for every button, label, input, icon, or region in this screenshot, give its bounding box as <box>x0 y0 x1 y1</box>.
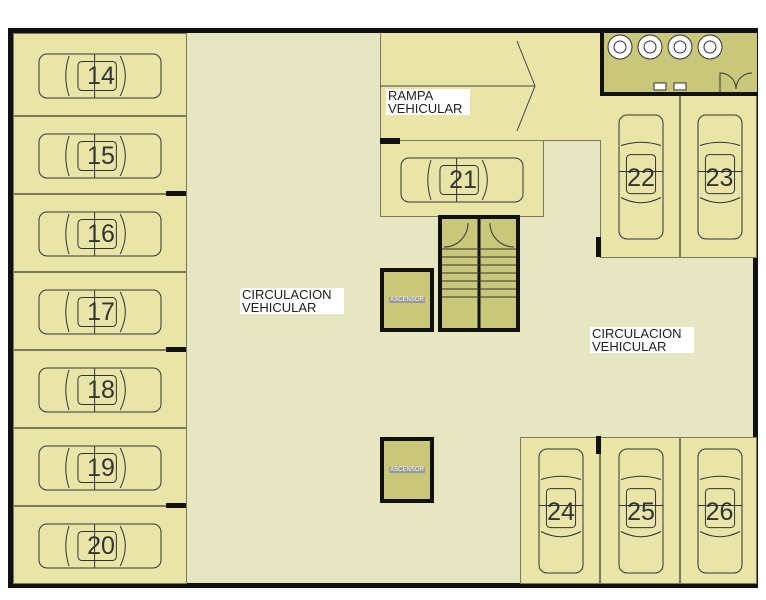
ramp-arrow-icon <box>380 40 540 139</box>
wall-segment <box>166 503 186 508</box>
circulation-label-right: CIRCULACION VEHICULAR <box>590 327 694 353</box>
stall-number: 25 <box>627 497 655 526</box>
car-icon <box>37 364 165 421</box>
parking-stall: 17 <box>13 272 187 350</box>
stall-number: 19 <box>87 454 115 482</box>
tank-icons <box>607 34 753 93</box>
stall-number: 18 <box>87 376 115 404</box>
car-icon <box>37 130 165 187</box>
stall-number: 17 <box>87 298 115 326</box>
stairs-icon <box>442 219 516 328</box>
parking-stall: 21 <box>380 140 544 217</box>
parking-stall: 19 <box>13 428 187 506</box>
stall-number: 24 <box>547 497 575 526</box>
car-icon <box>37 286 165 343</box>
wall-segment <box>166 347 186 352</box>
elevator-2: ASCENSOR <box>380 437 434 503</box>
wall-segment <box>596 436 601 454</box>
elevator-1: ASCENSOR <box>380 268 434 332</box>
wall-segment <box>596 237 601 257</box>
wall-segment <box>380 138 400 144</box>
parking-stall: 22 <box>600 95 680 258</box>
stall-number: 14 <box>87 61 115 90</box>
stall-number: 23 <box>705 163 734 192</box>
car-icon <box>694 113 746 248</box>
parking-stall: 18 <box>13 350 187 428</box>
stall-number: 26 <box>705 497 734 526</box>
parking-stall: 20 <box>13 506 187 584</box>
stall-number: 16 <box>87 220 115 248</box>
car-icon <box>399 154 527 211</box>
car-icon <box>694 447 746 582</box>
stall-number: 20 <box>87 532 115 560</box>
stall-number: 21 <box>449 165 477 194</box>
car-icon <box>535 447 587 582</box>
parking-stall: 14 <box>13 33 187 116</box>
parking-stall: 23 <box>680 95 757 258</box>
car-icon <box>615 113 667 248</box>
wall-segment <box>166 191 186 196</box>
elevator-label: ASCENSOR <box>389 467 425 473</box>
car-icon <box>37 442 165 499</box>
ramp-area <box>380 33 601 141</box>
elevator-label: ASCENSOR <box>389 297 425 303</box>
stall-number: 15 <box>87 142 115 170</box>
parking-stall: 26 <box>680 437 757 584</box>
car-icon <box>37 520 165 577</box>
circulation-label-left: CIRCULACION VEHICULAR <box>240 288 344 314</box>
ramp-label: RAMPA VEHICULAR <box>386 89 470 115</box>
parking-stall: 15 <box>13 116 187 194</box>
parking-stall: 16 <box>13 194 187 272</box>
stall-number: 22 <box>627 163 655 192</box>
parking-stall: 24 <box>520 437 600 584</box>
car-icon <box>615 447 667 582</box>
car-icon <box>37 208 165 265</box>
parking-stall: 25 <box>600 437 680 584</box>
car-icon <box>37 50 165 107</box>
